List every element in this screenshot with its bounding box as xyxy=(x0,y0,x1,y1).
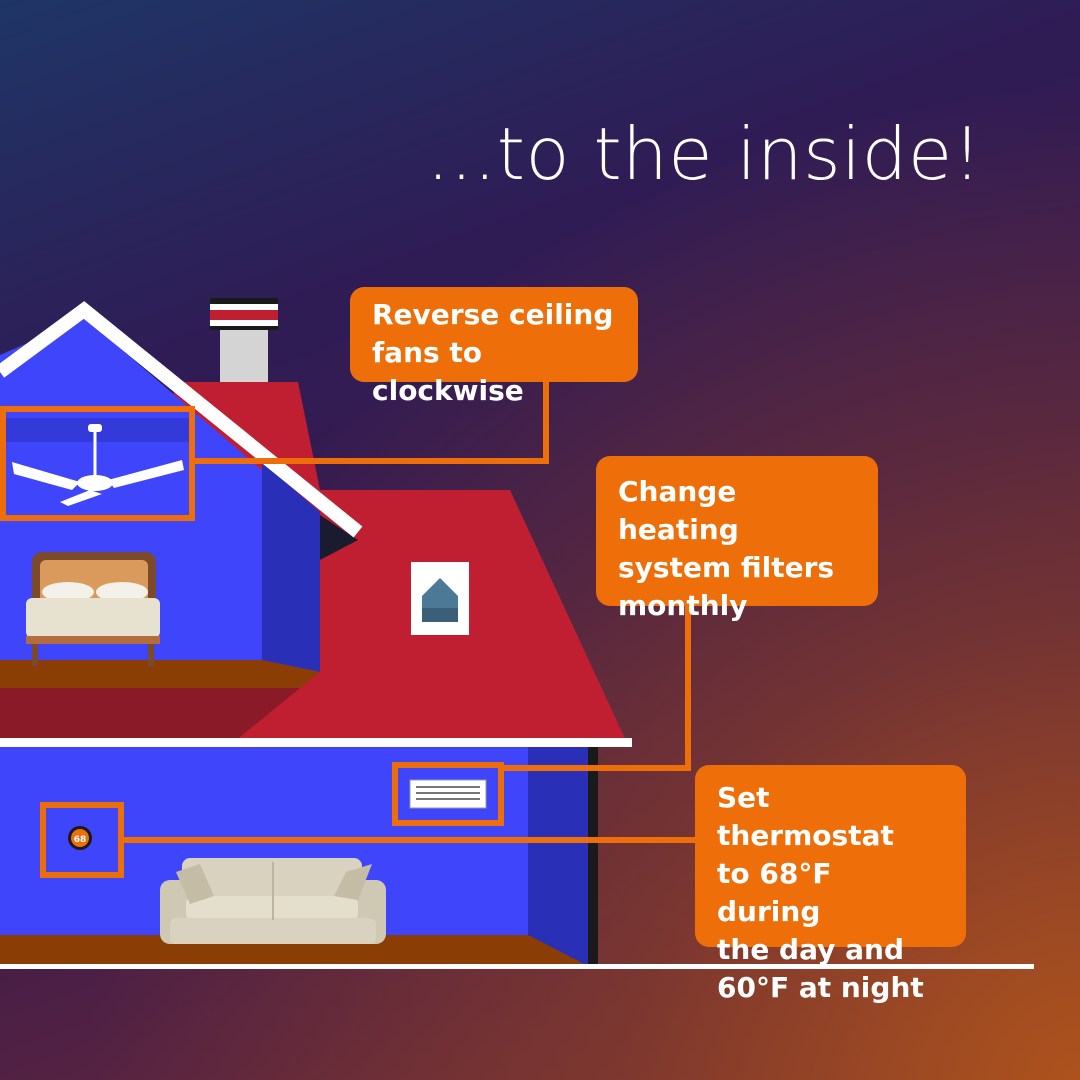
exterior-edge xyxy=(588,747,598,966)
page-title: ...to the inside! xyxy=(426,112,982,196)
air-vent-icon xyxy=(409,779,487,809)
ground-line xyxy=(0,964,1034,969)
ceiling-fan-icon xyxy=(6,418,190,506)
vent-connector xyxy=(501,606,691,771)
chimney xyxy=(210,298,278,382)
floor-trim xyxy=(0,738,632,747)
vent-highlight-box xyxy=(392,762,504,826)
lower-wall-side xyxy=(528,747,588,966)
dormer-window xyxy=(411,562,469,635)
lower-floor xyxy=(0,935,588,966)
thermostat-icon: 68 xyxy=(68,826,92,850)
roof-shadow xyxy=(0,688,300,745)
gable-shadow xyxy=(320,515,358,560)
ceiling-fan-callout: Reverse ceiling fans to clockwise xyxy=(350,287,638,407)
sofa-icon xyxy=(160,858,386,944)
thermostat-reading: 68 xyxy=(74,835,87,845)
heating-filters-callout: Change heating system filters monthly xyxy=(596,456,878,622)
bed-icon xyxy=(26,552,160,666)
fan-connector xyxy=(192,382,549,464)
thermostat-callout: Set thermostat to 68°F during the day an… xyxy=(695,765,966,1004)
callout-connectors xyxy=(0,382,695,878)
upper-floor xyxy=(0,660,320,688)
upper-wall-side xyxy=(262,462,320,672)
